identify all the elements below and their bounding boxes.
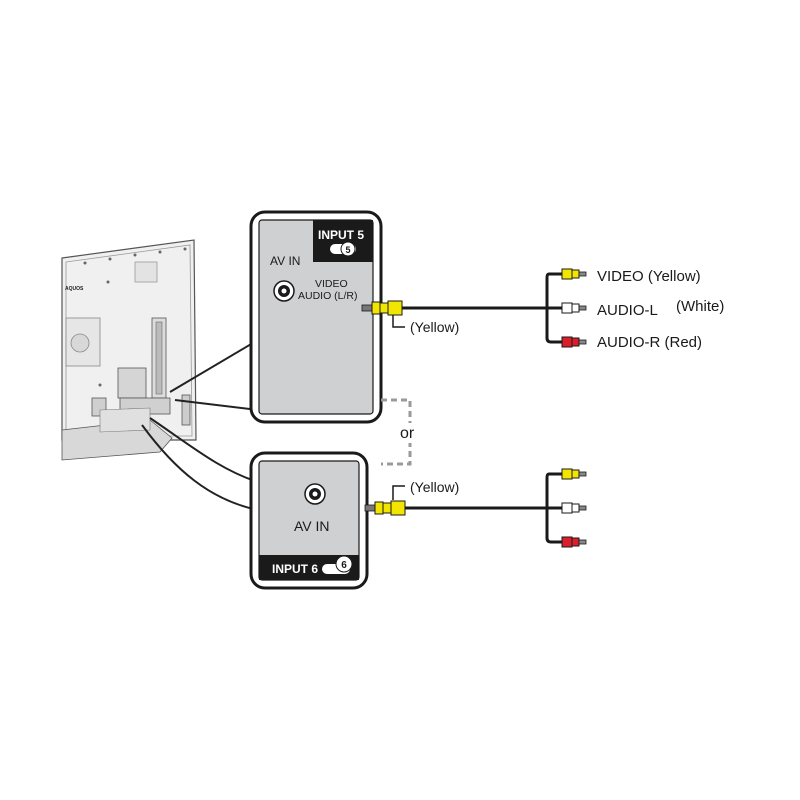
video-yellow-label: VIDEO (Yellow) xyxy=(597,268,701,285)
bottom-audio-r-red-plug xyxy=(561,536,587,548)
tv-rear-illustration: AQUOS xyxy=(61,239,197,461)
input-5-number: 5 xyxy=(345,245,350,255)
audio-l-label: AUDIO-L xyxy=(597,302,658,319)
input-6-av-in-label: AV IN xyxy=(294,518,330,534)
input-6-badge-label: INPUT 6 xyxy=(272,562,318,576)
video-label: VIDEO xyxy=(315,278,348,290)
bottom-video-yellow-plug xyxy=(561,468,587,480)
or-label: or xyxy=(400,425,415,442)
video-yellow-plug xyxy=(561,268,587,280)
input-5-av-in-label: AV IN xyxy=(270,254,300,268)
input-5-badge-label: INPUT 5 xyxy=(318,228,364,242)
audio-r-red-plug xyxy=(561,336,587,348)
callout-lines xyxy=(141,339,259,511)
input-5-panel: INPUT 5 5 AV IN VIDEO AUDIO (L/R) xyxy=(249,210,403,424)
input-6-yellow-plug xyxy=(364,500,406,516)
bottom-audio-l-white-plug xyxy=(561,502,587,514)
input-6-panel: AV IN INPUT 6 6 xyxy=(249,451,406,590)
input-5-number-icon xyxy=(340,241,356,257)
audio-l-color-label: (White) xyxy=(676,298,724,315)
input-5-plug-color-label: (Yellow) xyxy=(410,319,459,335)
input-6-number: 6 xyxy=(341,560,347,571)
input-6-number-icon xyxy=(335,555,353,573)
input-5-badge xyxy=(313,220,373,262)
input-6-plug-color-label: (Yellow) xyxy=(410,479,459,495)
audio-r-label: AUDIO-R (Red) xyxy=(597,334,702,351)
audio-l-white-plug xyxy=(561,302,587,314)
audio-lr-label: AUDIO (L/R) xyxy=(298,290,358,302)
input-5-yellow-plug xyxy=(361,300,403,316)
tv-brand-label: AQUOS xyxy=(65,286,84,292)
